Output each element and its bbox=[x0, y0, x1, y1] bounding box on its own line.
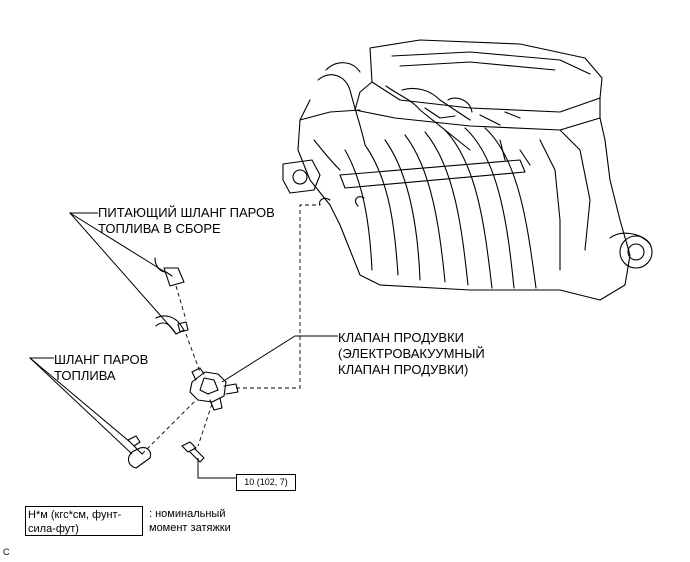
label-fuel-vapor-hose-line2: ТОПЛИВА bbox=[54, 368, 116, 383]
corner-mark: C bbox=[3, 547, 10, 557]
bolt-illustration bbox=[181, 441, 205, 463]
purge-valve-illustration bbox=[189, 367, 239, 411]
label-supply-hose-line2: ТОПЛИВА В СБОРЕ bbox=[98, 221, 221, 236]
label-fuel-vapor-hose-line1: ШЛАНГ ПАРОВ bbox=[54, 352, 149, 367]
engine-illustration bbox=[282, 39, 653, 301]
torque-legend-description: : номинальный момент затяжки bbox=[149, 507, 231, 535]
label-purge-valve-line2: (ЭЛЕКТРОВАКУУМНЫЙ bbox=[338, 346, 485, 361]
fuel-vapor-hose-illustration bbox=[127, 435, 152, 469]
legend-desc-line1: : номинальный bbox=[149, 508, 226, 520]
label-purge-valve-line3: КЛАПАН ПРОДУВКИ) bbox=[338, 362, 469, 377]
label-purge-valve-line1: КЛАПАН ПРОДУВКИ bbox=[338, 330, 464, 345]
label-supply-hose-line1: ПИТАЮЩИЙ ШЛАНГ ПАРОВ bbox=[98, 205, 275, 220]
leader-lines bbox=[28, 212, 338, 479]
torque-value-box: 10 (102, 7) bbox=[236, 474, 296, 491]
legend-box-line1: Н*м (кгс*см, фунт- bbox=[28, 509, 122, 521]
torque-units-legend-box: Н*м (кгс*см, фунт- сила-фут) bbox=[25, 506, 143, 536]
legend-box-line2: сила-фут) bbox=[28, 523, 79, 535]
installation-dashed-lines bbox=[141, 204, 320, 455]
legend-desc-line2: момент затяжки bbox=[149, 522, 231, 534]
